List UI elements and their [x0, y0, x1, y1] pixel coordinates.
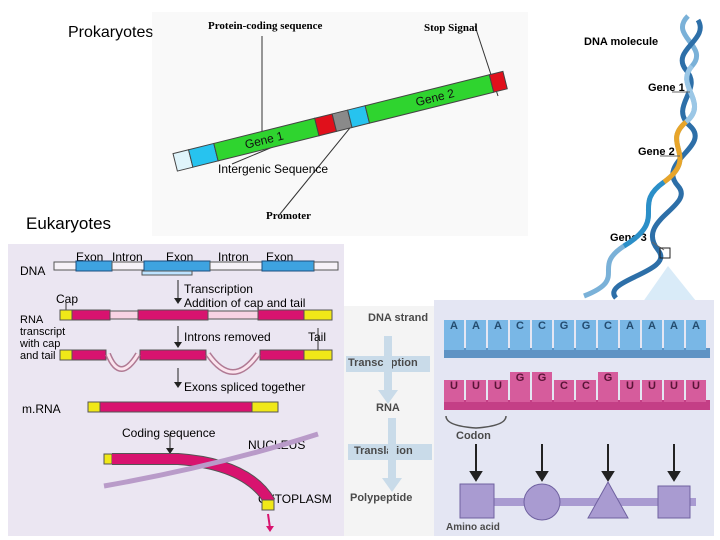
dna-base: A — [642, 320, 662, 350]
rna-base: U — [642, 380, 662, 402]
rna-base: U — [488, 380, 508, 402]
promoter-label: Promoter — [266, 210, 311, 222]
rna-label: RNA — [376, 402, 400, 414]
helix-gene1-label: Gene 1 — [648, 82, 685, 94]
intron-label-2: Intron — [218, 250, 249, 264]
dna-base: G — [554, 320, 574, 350]
mrna-export — [103, 453, 276, 511]
helix-gene2-segment — [662, 120, 688, 185]
mrna-label: m.RNA — [22, 402, 61, 416]
eukaryote-processing-diagram — [53, 260, 339, 532]
gene3-highlight-box — [659, 247, 671, 259]
eukaryotes-heading: Eukaryotes — [26, 214, 112, 233]
dna-strand-row: A A A C C G G C A A A A — [444, 318, 710, 358]
dna-base: A — [664, 320, 684, 350]
rna-transcript-line3: with cap — [20, 338, 61, 350]
rna-base: U — [444, 380, 464, 402]
amino-acid-square — [459, 483, 495, 519]
rna-base: C — [554, 380, 574, 402]
dna-base: A — [488, 320, 508, 350]
dna-base: A — [466, 320, 486, 350]
amino-acid-circle — [523, 483, 561, 521]
dna-base: A — [686, 320, 706, 350]
rna-base: G — [532, 372, 552, 402]
introns-removed-label: Introns removed — [184, 330, 271, 344]
rna-base: U — [620, 380, 640, 402]
intron-label-1: Intron — [112, 250, 143, 264]
dna-strand-label: DNA strand — [368, 312, 429, 324]
prokaryotes-heading: Prokaryotes — [68, 24, 154, 41]
codon-to-amino-graphic — [445, 415, 696, 521]
helix-strand-b — [611, 18, 703, 300]
dna-base: G — [576, 320, 596, 350]
pre-mrna-bar — [59, 302, 333, 321]
translation-arrow — [382, 418, 402, 492]
dna-molecule-label: DNA molecule — [584, 36, 659, 48]
codon-bracket — [445, 415, 507, 429]
polypeptide-label: Polypeptide — [350, 492, 413, 504]
rna-base: U — [466, 380, 486, 402]
rna-base: C — [576, 380, 596, 402]
rna-transcript-line1: RNA — [20, 314, 44, 326]
stop-signal-label: Stop Signal — [424, 22, 478, 34]
dna-base: A — [620, 320, 640, 350]
promoter-pointer — [279, 117, 359, 215]
stop-segment-2 — [488, 70, 508, 93]
dna-base: C — [532, 320, 552, 350]
rna-transcript-line4: and tail — [20, 350, 56, 362]
rna-base: U — [686, 380, 706, 402]
cap-label: Cap — [56, 292, 79, 306]
eukaryote-panel — [8, 244, 344, 536]
amino-acid-square-2 — [657, 485, 691, 519]
zoom-funnel — [640, 266, 700, 306]
dna-base: C — [598, 320, 618, 350]
dna-label: DNA — [20, 264, 46, 278]
rna-transcript-line2: transcript — [20, 326, 66, 338]
nuclear-envelope — [103, 431, 319, 489]
codon-label: Codon — [456, 430, 491, 442]
tail-label: Tail — [308, 330, 327, 344]
helix-gene3-segment — [622, 179, 666, 249]
rna-base: G — [510, 372, 530, 402]
exons-spliced-label: Exons spliced together — [184, 380, 306, 394]
helix-gene2-label: Gene 2 — [638, 146, 675, 158]
transcription-line1: Transcription — [184, 282, 253, 296]
translation-label: Translation — [354, 445, 413, 457]
coding-sequence-label: Coding sequence — [122, 426, 216, 440]
peptide-bond — [460, 498, 696, 506]
intergenic-label: Intergenic Sequence — [218, 162, 329, 176]
amino-acid-label: Amino acid — [446, 522, 500, 533]
rna-base: G — [598, 372, 618, 402]
amino-acid-triangle — [587, 480, 629, 519]
dna-base: C — [510, 320, 530, 350]
dna-base: A — [444, 320, 464, 350]
cytoplasm-label: CYTOPLASM — [258, 492, 332, 506]
rna-strand-row: U U U G G C C G U U U U — [444, 370, 710, 414]
dna-helix-graphic — [583, 14, 703, 306]
helix-gene1-segment — [684, 64, 697, 124]
spliced-pieces — [59, 349, 333, 375]
transcription-label: Transcription — [348, 357, 418, 369]
dna-gene-bar — [53, 260, 339, 276]
transcription-arrow — [378, 336, 398, 404]
protein-coding-label: Protein-coding sequence — [208, 20, 323, 32]
prokaryote-gene-diagram: Gene 1 Gene 2 — [152, 12, 528, 236]
rna-base: U — [664, 380, 684, 402]
mature-mrna-bar — [87, 401, 279, 413]
transcription-line2: Addition of cap and tail — [184, 296, 306, 310]
